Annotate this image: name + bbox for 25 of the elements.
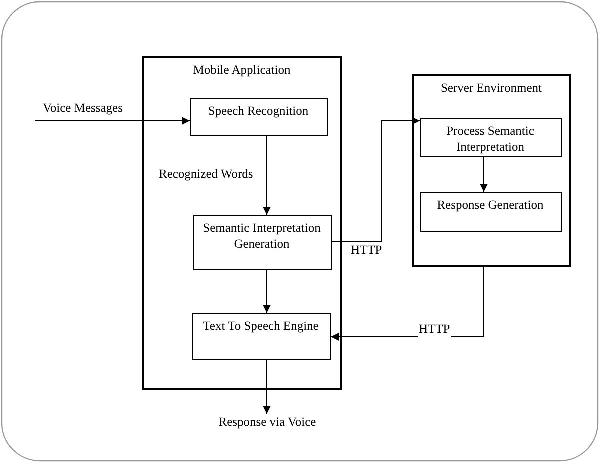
edge-label: Voice Messages: [42, 101, 124, 116]
arrow: [34, 117, 190, 125]
box-text: Speech Recognition: [207, 102, 310, 120]
box-text: Semantic Interpretation Generation: [202, 220, 322, 254]
box-text: Text To Speech Engine: [202, 318, 320, 334]
arrow: [263, 360, 271, 414]
container-box: [142, 56, 342, 390]
arrow: [332, 117, 420, 242]
output-text: Response via Voice: [218, 414, 318, 431]
arrow: [263, 136, 271, 216]
container-box: [412, 74, 571, 267]
process-box: [420, 192, 562, 232]
arrow: [263, 270, 271, 314]
container-title: Server Environment: [440, 80, 543, 97]
process-box: [192, 214, 332, 270]
arrow: [480, 156, 488, 192]
process-box: [190, 98, 328, 136]
edge-label: Recognized Words: [158, 167, 254, 182]
box-text: Response Generation: [436, 196, 545, 214]
container-title: Mobile Application: [192, 62, 292, 79]
arrow: [330, 266, 484, 341]
process-box: [192, 312, 330, 360]
process-box: [420, 118, 562, 156]
box-text: Process Semantic Interpretation: [446, 122, 536, 156]
edge-label: HTTP: [418, 322, 452, 337]
